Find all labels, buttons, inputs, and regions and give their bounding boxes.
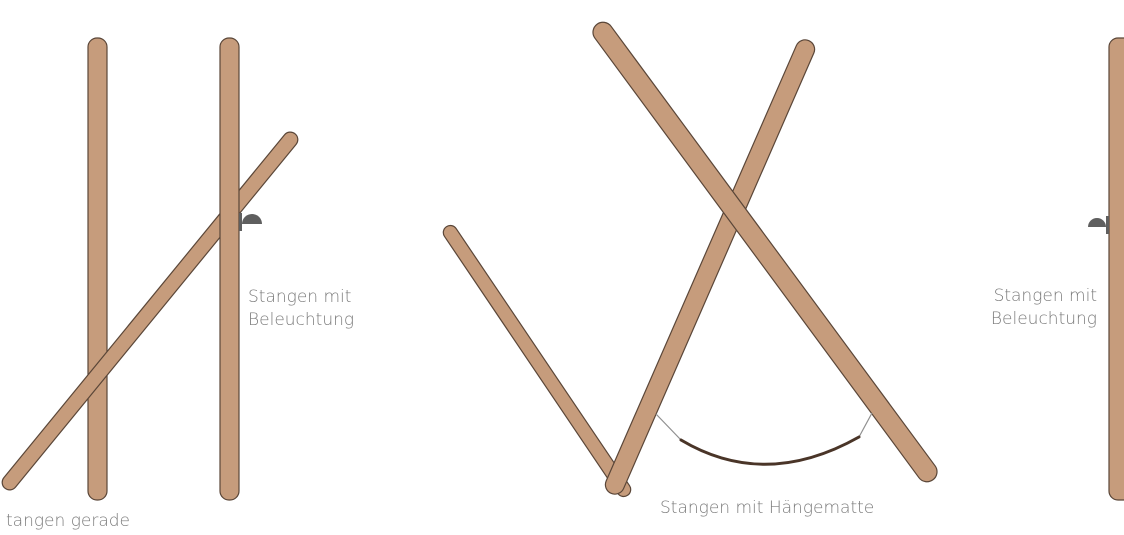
- hammock-poles-group: Stangen mit Hängematte: [441, 18, 941, 518]
- vertical-pole-1: [88, 38, 107, 500]
- straight-poles-caption: tangen gerade: [6, 511, 130, 531]
- lamp-icon-right: [1088, 216, 1109, 234]
- hammock: [681, 437, 859, 464]
- vertical-pole-2: [220, 38, 239, 500]
- short-leaning-pole: [441, 223, 634, 499]
- lighting-caption-right-line-2: Beleuchtung: [991, 309, 1097, 329]
- lighting-pole-group: Stangen mit Beleuchtung: [991, 38, 1124, 500]
- lighting-caption-line-1: Stangen mit: [248, 287, 351, 307]
- lighting-caption-line-2: Beleuchtung: [248, 310, 354, 330]
- hammock-rope-left: [656, 414, 681, 440]
- lamp-icon: [239, 213, 262, 231]
- hammock-caption: Stangen mit Hängematte: [660, 498, 874, 518]
- straight-poles-group: tangen gerade Stangen mit Beleuchtung: [0, 38, 354, 531]
- lighting-caption-right-line-1: Stangen mit: [994, 286, 1097, 306]
- hammock-rope-right: [859, 413, 872, 437]
- vertical-pole-right: [1109, 38, 1124, 500]
